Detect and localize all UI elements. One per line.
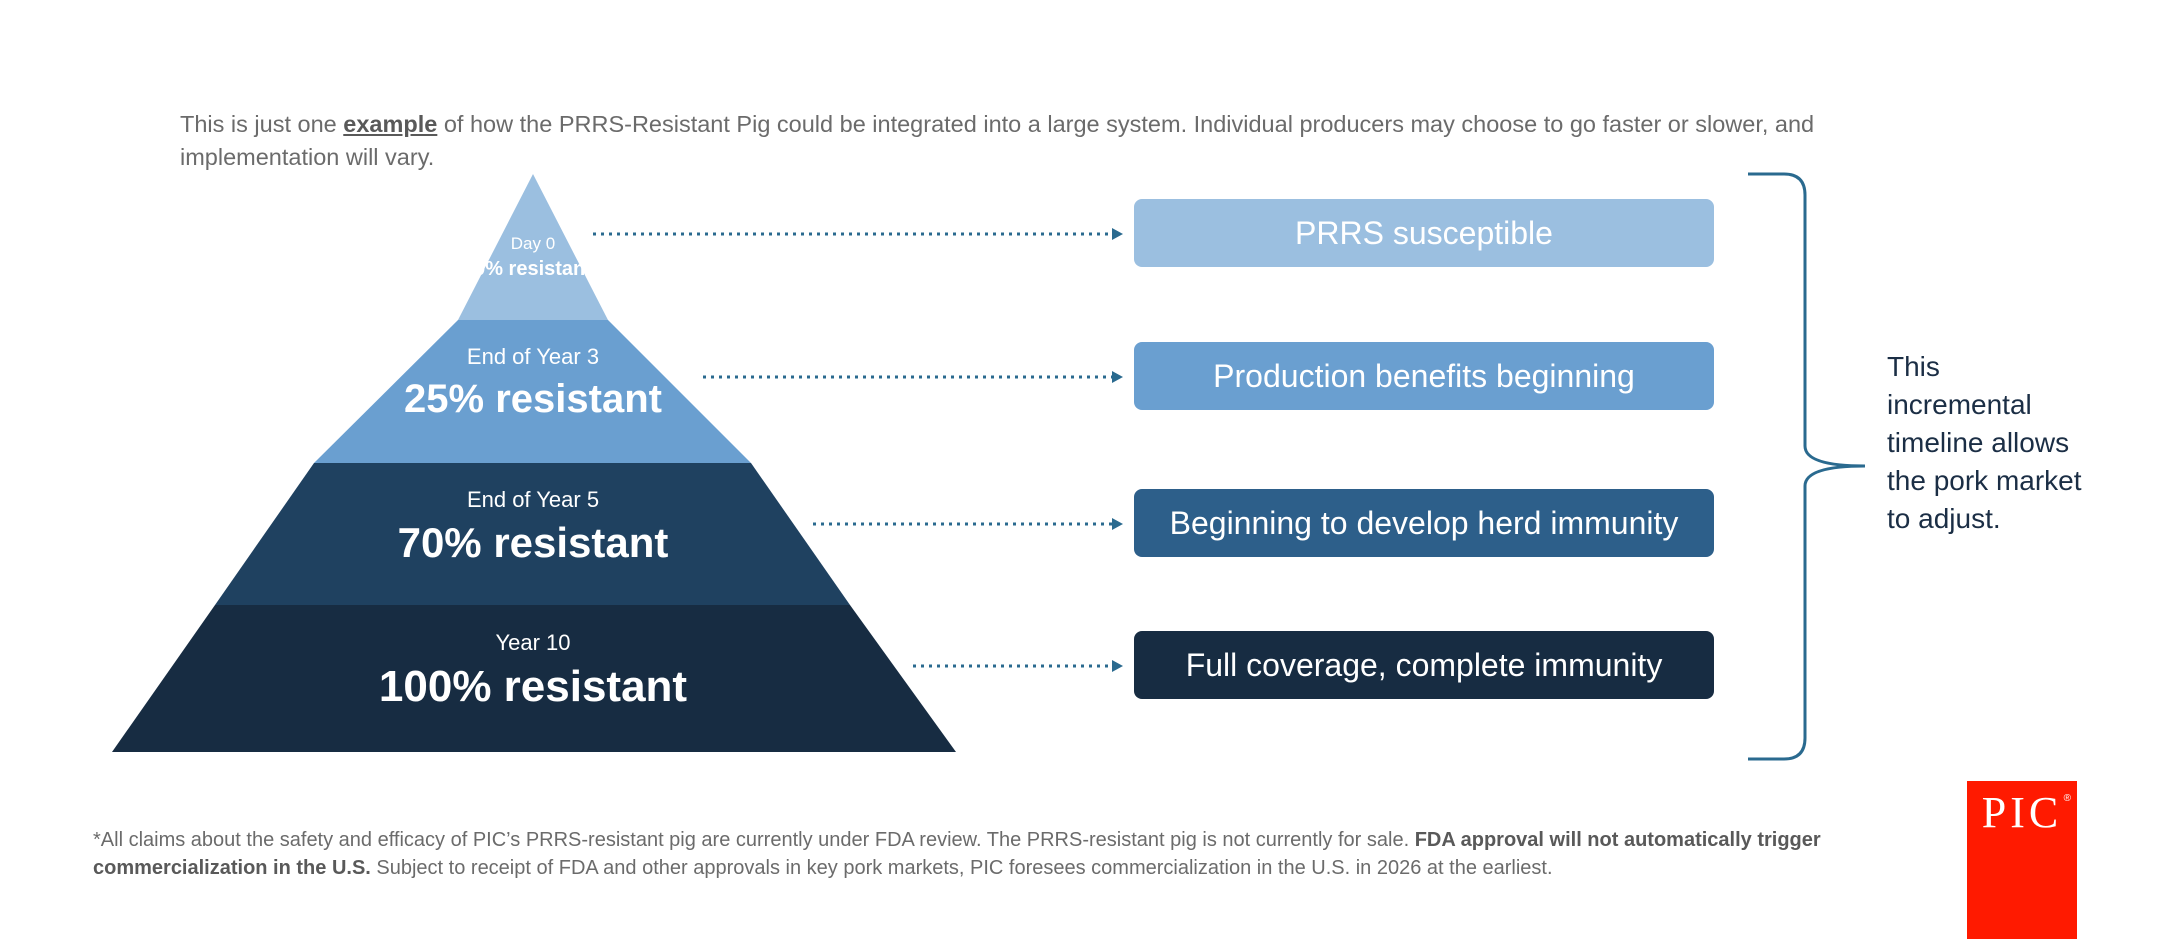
tier-resistance: 25% resistant bbox=[404, 377, 662, 421]
arrowhead-icon bbox=[1112, 371, 1123, 383]
stage-box-production-benefits: Production benefits beginning bbox=[1134, 342, 1714, 410]
tier-label-day0: Day 0 0% resistant bbox=[474, 233, 592, 283]
curly-brace bbox=[1748, 172, 1866, 761]
intro-part1: This is just one bbox=[180, 111, 344, 137]
footnote-bold: FDA approval will not automatically trig… bbox=[93, 829, 1821, 879]
stage-label: Production benefits beginning bbox=[1213, 357, 1635, 394]
tier-label-year10: Year 10 100% resistant bbox=[379, 628, 687, 716]
footnote-part2: Subject to receipt of FDA and other appr… bbox=[370, 857, 1553, 879]
tier-period: End of Year 3 bbox=[466, 344, 600, 369]
intro-text: This is just one example of how the PRRS… bbox=[180, 108, 1920, 174]
arrowhead-icon bbox=[1112, 518, 1123, 530]
stage-box-full-coverage: Full coverage, complete immunity bbox=[1134, 631, 1714, 699]
arrowhead-icon bbox=[1112, 228, 1123, 240]
stage-label: Full coverage, complete immunity bbox=[1185, 646, 1663, 683]
stage-box-prrs-susceptible: PRRS susceptible bbox=[1134, 199, 1714, 267]
footnote: *All claims about the safety and efficac… bbox=[93, 826, 1893, 882]
logo-text: PIC bbox=[1981, 788, 2063, 837]
tier-label-year3: End of Year 3 25% resistant bbox=[404, 342, 662, 426]
registered-mark: ® bbox=[2063, 793, 2071, 804]
stage-label: Beginning to develop herd immunity bbox=[1169, 504, 1679, 541]
tier-period: Day 0 bbox=[510, 234, 556, 253]
tier-resistance: 70% resistant bbox=[397, 519, 669, 566]
tier-resistance: 0% resistant bbox=[474, 258, 592, 280]
tier-period: End of Year 5 bbox=[466, 487, 600, 512]
tier-label-year5: End of Year 5 70% resistant bbox=[398, 485, 669, 571]
arrowhead-icon bbox=[1112, 660, 1123, 672]
connector-arrows bbox=[593, 228, 1123, 672]
stage-label: PRRS susceptible bbox=[1295, 214, 1553, 251]
tier-resistance: 100% resistant bbox=[378, 662, 688, 711]
intro-part2: of how the PRRS-Resistant Pig could be i… bbox=[180, 111, 1815, 170]
stage-box-herd-immunity: Beginning to develop herd immunity bbox=[1134, 489, 1714, 557]
pic-logo: PIC ® bbox=[1967, 781, 2077, 939]
intro-emphasis: example bbox=[343, 111, 438, 137]
brace-annotation: This incremental timeline allows the por… bbox=[1887, 351, 2082, 534]
tier-period: Year 10 bbox=[495, 630, 571, 655]
footnote-part1: *All claims about the safety and efficac… bbox=[93, 829, 1415, 851]
